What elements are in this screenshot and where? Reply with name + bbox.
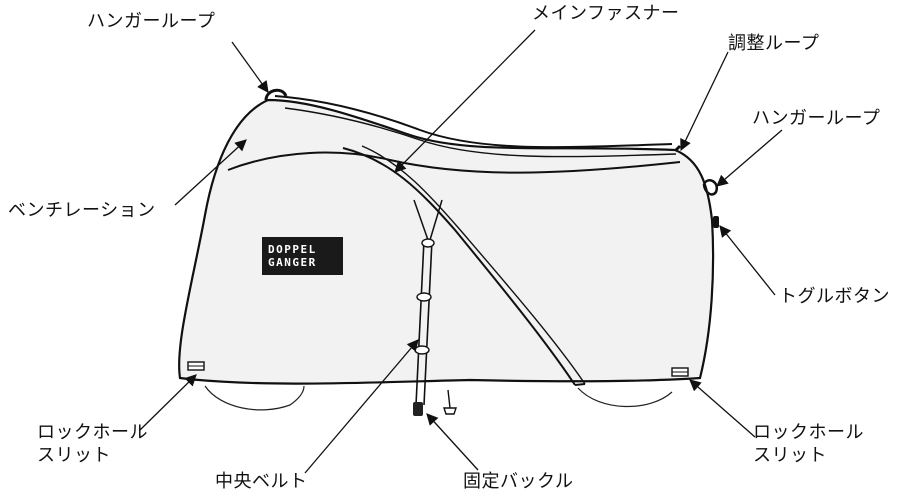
rear-wheel [577,387,673,408]
toggle-button-mark [713,216,719,228]
fixed-buckle-clip [443,389,457,415]
leader-center-belt [304,339,419,474]
label-toggle-button: トグルボタン [779,286,890,307]
leader-hanger-loop-right [716,129,783,187]
top-seam [274,95,673,149]
center-belt-strap [413,199,429,241]
front-wheel [204,385,305,411]
ventilation-band [227,151,681,174]
buckle [413,402,423,416]
label-lock-hole-left-line1: ロックホール [37,422,148,443]
adjust-loop-mark [674,144,682,152]
leader-main-zipper [394,29,536,173]
lock-slit-left [187,361,205,371]
label-lock-hole-right: ロックホール スリット [753,421,864,467]
hanger-loop-left-mark [264,88,288,101]
label-adjust-loop: 調整ループ [728,33,820,54]
leader-lock-hole-right [689,379,756,438]
label-lock-hole-left: ロックホール スリット [37,421,148,467]
leader-ventilation [174,139,247,206]
label-center-belt: 中央ベルト [215,471,308,492]
lock-slit-right [671,367,689,377]
leader-fixed-buckle [426,413,479,471]
brand-line-1: DOPPEL [268,243,317,256]
label-fixed-buckle: 固定バックル [463,471,574,492]
label-hanger-loop-left: ハンガーループ [87,11,216,32]
label-ventilation: ベンチレーション [8,200,156,221]
label-main-zipper: メインファスナー [532,3,680,24]
label-lock-hole-right-line1: ロックホール [753,422,864,443]
brand-line-2: GANGER [268,256,317,269]
leader-toggle-button [719,225,776,296]
label-lock-hole-right-line2: スリット [753,445,827,466]
leader-adjust-loop [680,51,729,152]
leader-lock-hole-left [139,374,197,431]
hanger-loop-right-mark [702,179,719,196]
label-lock-hole-left-line2: スリット [37,445,111,466]
label-hanger-loop-right: ハンガーループ [752,108,881,129]
main-zipper [342,147,576,386]
cover-body [178,98,715,385]
leader-hanger-loop-left [231,41,269,93]
brand-logo: DOPPEL GANGER [262,237,343,275]
